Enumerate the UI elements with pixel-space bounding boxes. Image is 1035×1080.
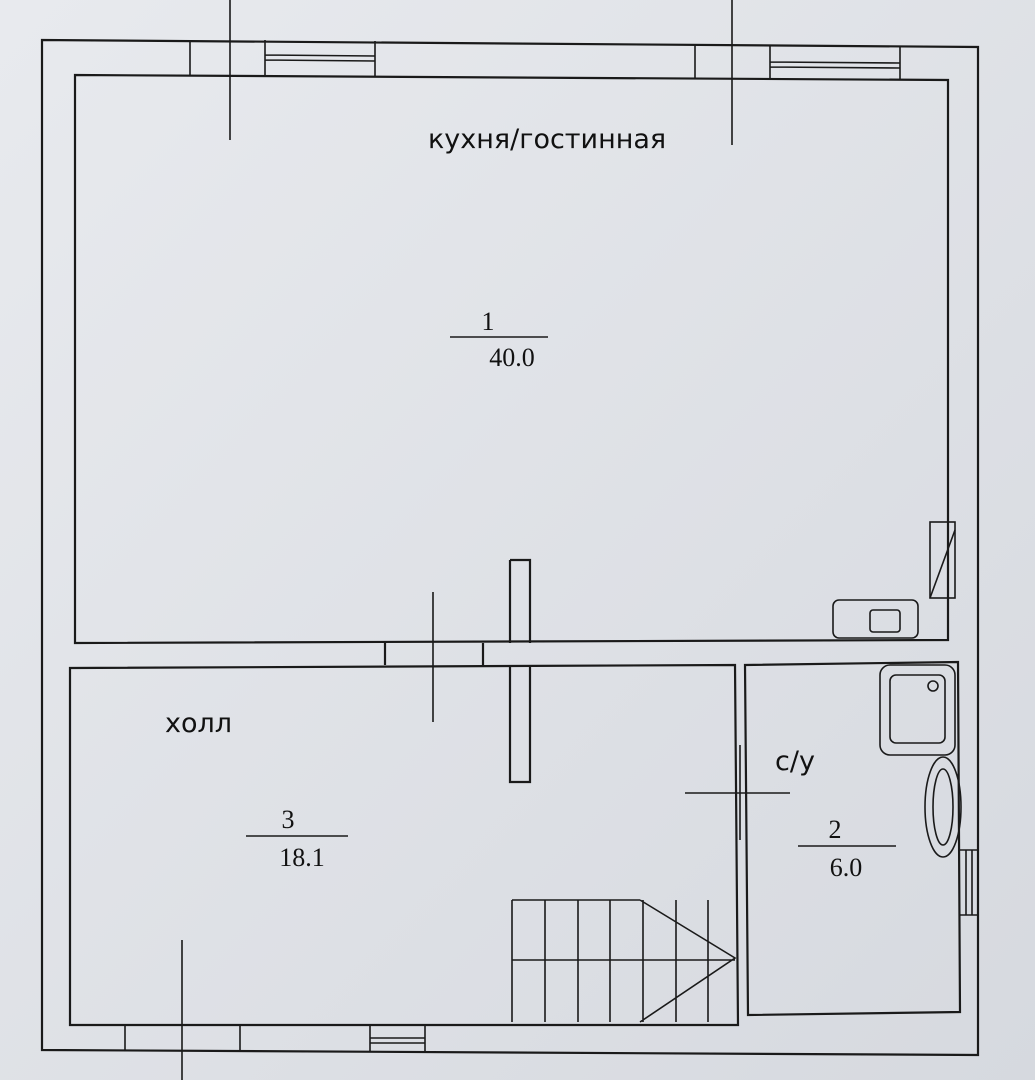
inner-walls	[68, 558, 962, 1027]
room-area-3: 18.1	[279, 843, 325, 872]
room-area-1: 40.0	[489, 343, 535, 372]
room-number-1: 1	[482, 307, 495, 336]
room-name-hall: холл	[165, 708, 232, 739]
room-name-living: кухня/гостинная	[428, 124, 666, 155]
shower-tray-icon	[879, 664, 956, 756]
outer-walls	[40, 38, 980, 1057]
axis-lines	[181, 0, 790, 1080]
toilet-icon	[924, 756, 962, 858]
room-number-3: 3	[282, 805, 295, 834]
room-area-2: 6.0	[830, 853, 863, 882]
room-number-2: 2	[829, 815, 842, 844]
kitchen-sink-icon	[832, 599, 919, 639]
windows	[124, 40, 978, 1052]
staircase-icon	[511, 899, 737, 1023]
room-name-bathroom: с/у	[775, 746, 815, 777]
stove-icon	[929, 521, 956, 599]
